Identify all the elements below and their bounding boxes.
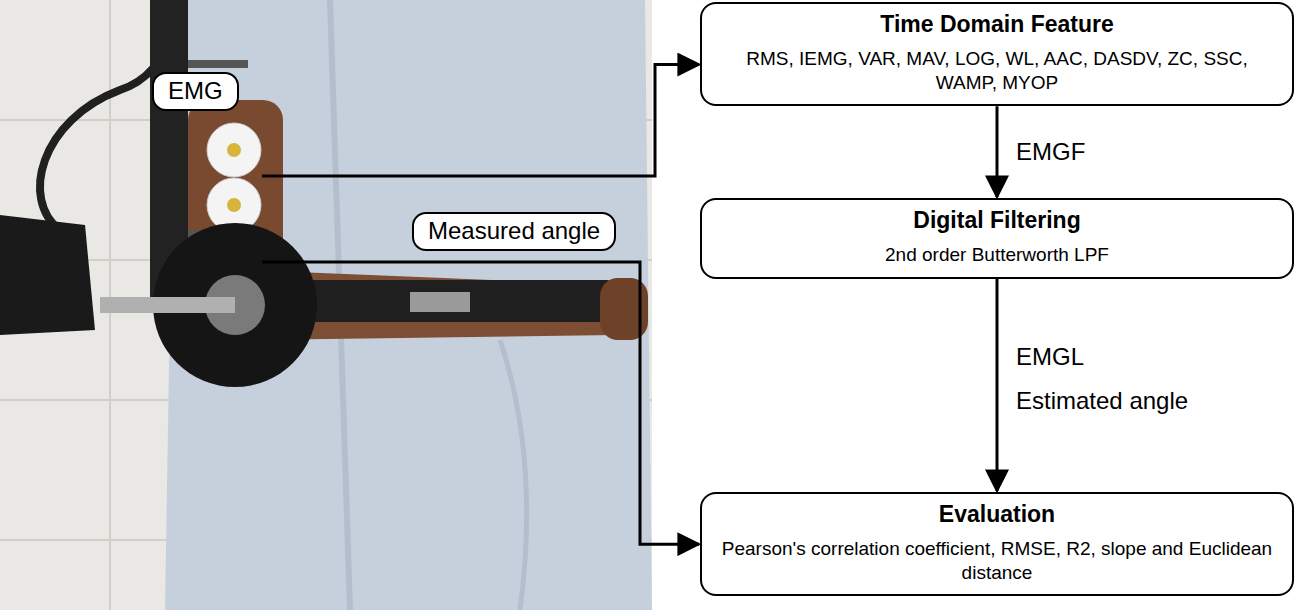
tile-grid xyxy=(0,0,652,610)
box-title: Digital Filtering xyxy=(716,206,1278,235)
box-body: Pearson's correlation coefficient, RMSE,… xyxy=(716,537,1278,585)
electrode-snap xyxy=(227,143,241,157)
signal-line xyxy=(262,262,699,544)
signal-name: Estimated angle xyxy=(1013,387,1191,415)
flow-arrow xyxy=(996,106,999,197)
shirt-fold xyxy=(500,340,527,610)
box-title: Time Domain Feature xyxy=(716,10,1278,39)
box-title: EMG xyxy=(168,77,223,105)
process-box: Digital Filtering 2nd order Butterworth L… xyxy=(700,198,1294,279)
tiled-wall xyxy=(0,0,652,610)
box-body: 2nd order Butterworth LPF xyxy=(716,243,1278,267)
callout-box: EMG xyxy=(152,72,239,111)
box-title: Evaluation xyxy=(716,500,1278,529)
electrode-snap xyxy=(227,198,241,212)
process-box: EvaluationPearson's correlation coeffici… xyxy=(700,492,1294,596)
signal-name: EMGF xyxy=(1013,138,1088,166)
box-title: Measured angle xyxy=(428,217,600,245)
emg-electrode xyxy=(207,123,261,177)
brace-plate xyxy=(410,292,470,312)
axle-bolt xyxy=(100,297,235,313)
pressure-cuff xyxy=(0,215,95,335)
signal-line xyxy=(262,65,699,176)
callout-box: Measured angle xyxy=(412,212,616,251)
brace-rod xyxy=(188,60,248,68)
signal-name: EMGL xyxy=(1013,343,1087,371)
flow-arrow xyxy=(996,279,999,492)
box-body: RMS, IEMG, VAR, MAV, LOG, WL, AAC, DASDV… xyxy=(716,47,1278,95)
process-box: Time Domain FeatureRMS, IEMG, VAR, MAV, … xyxy=(700,2,1294,106)
